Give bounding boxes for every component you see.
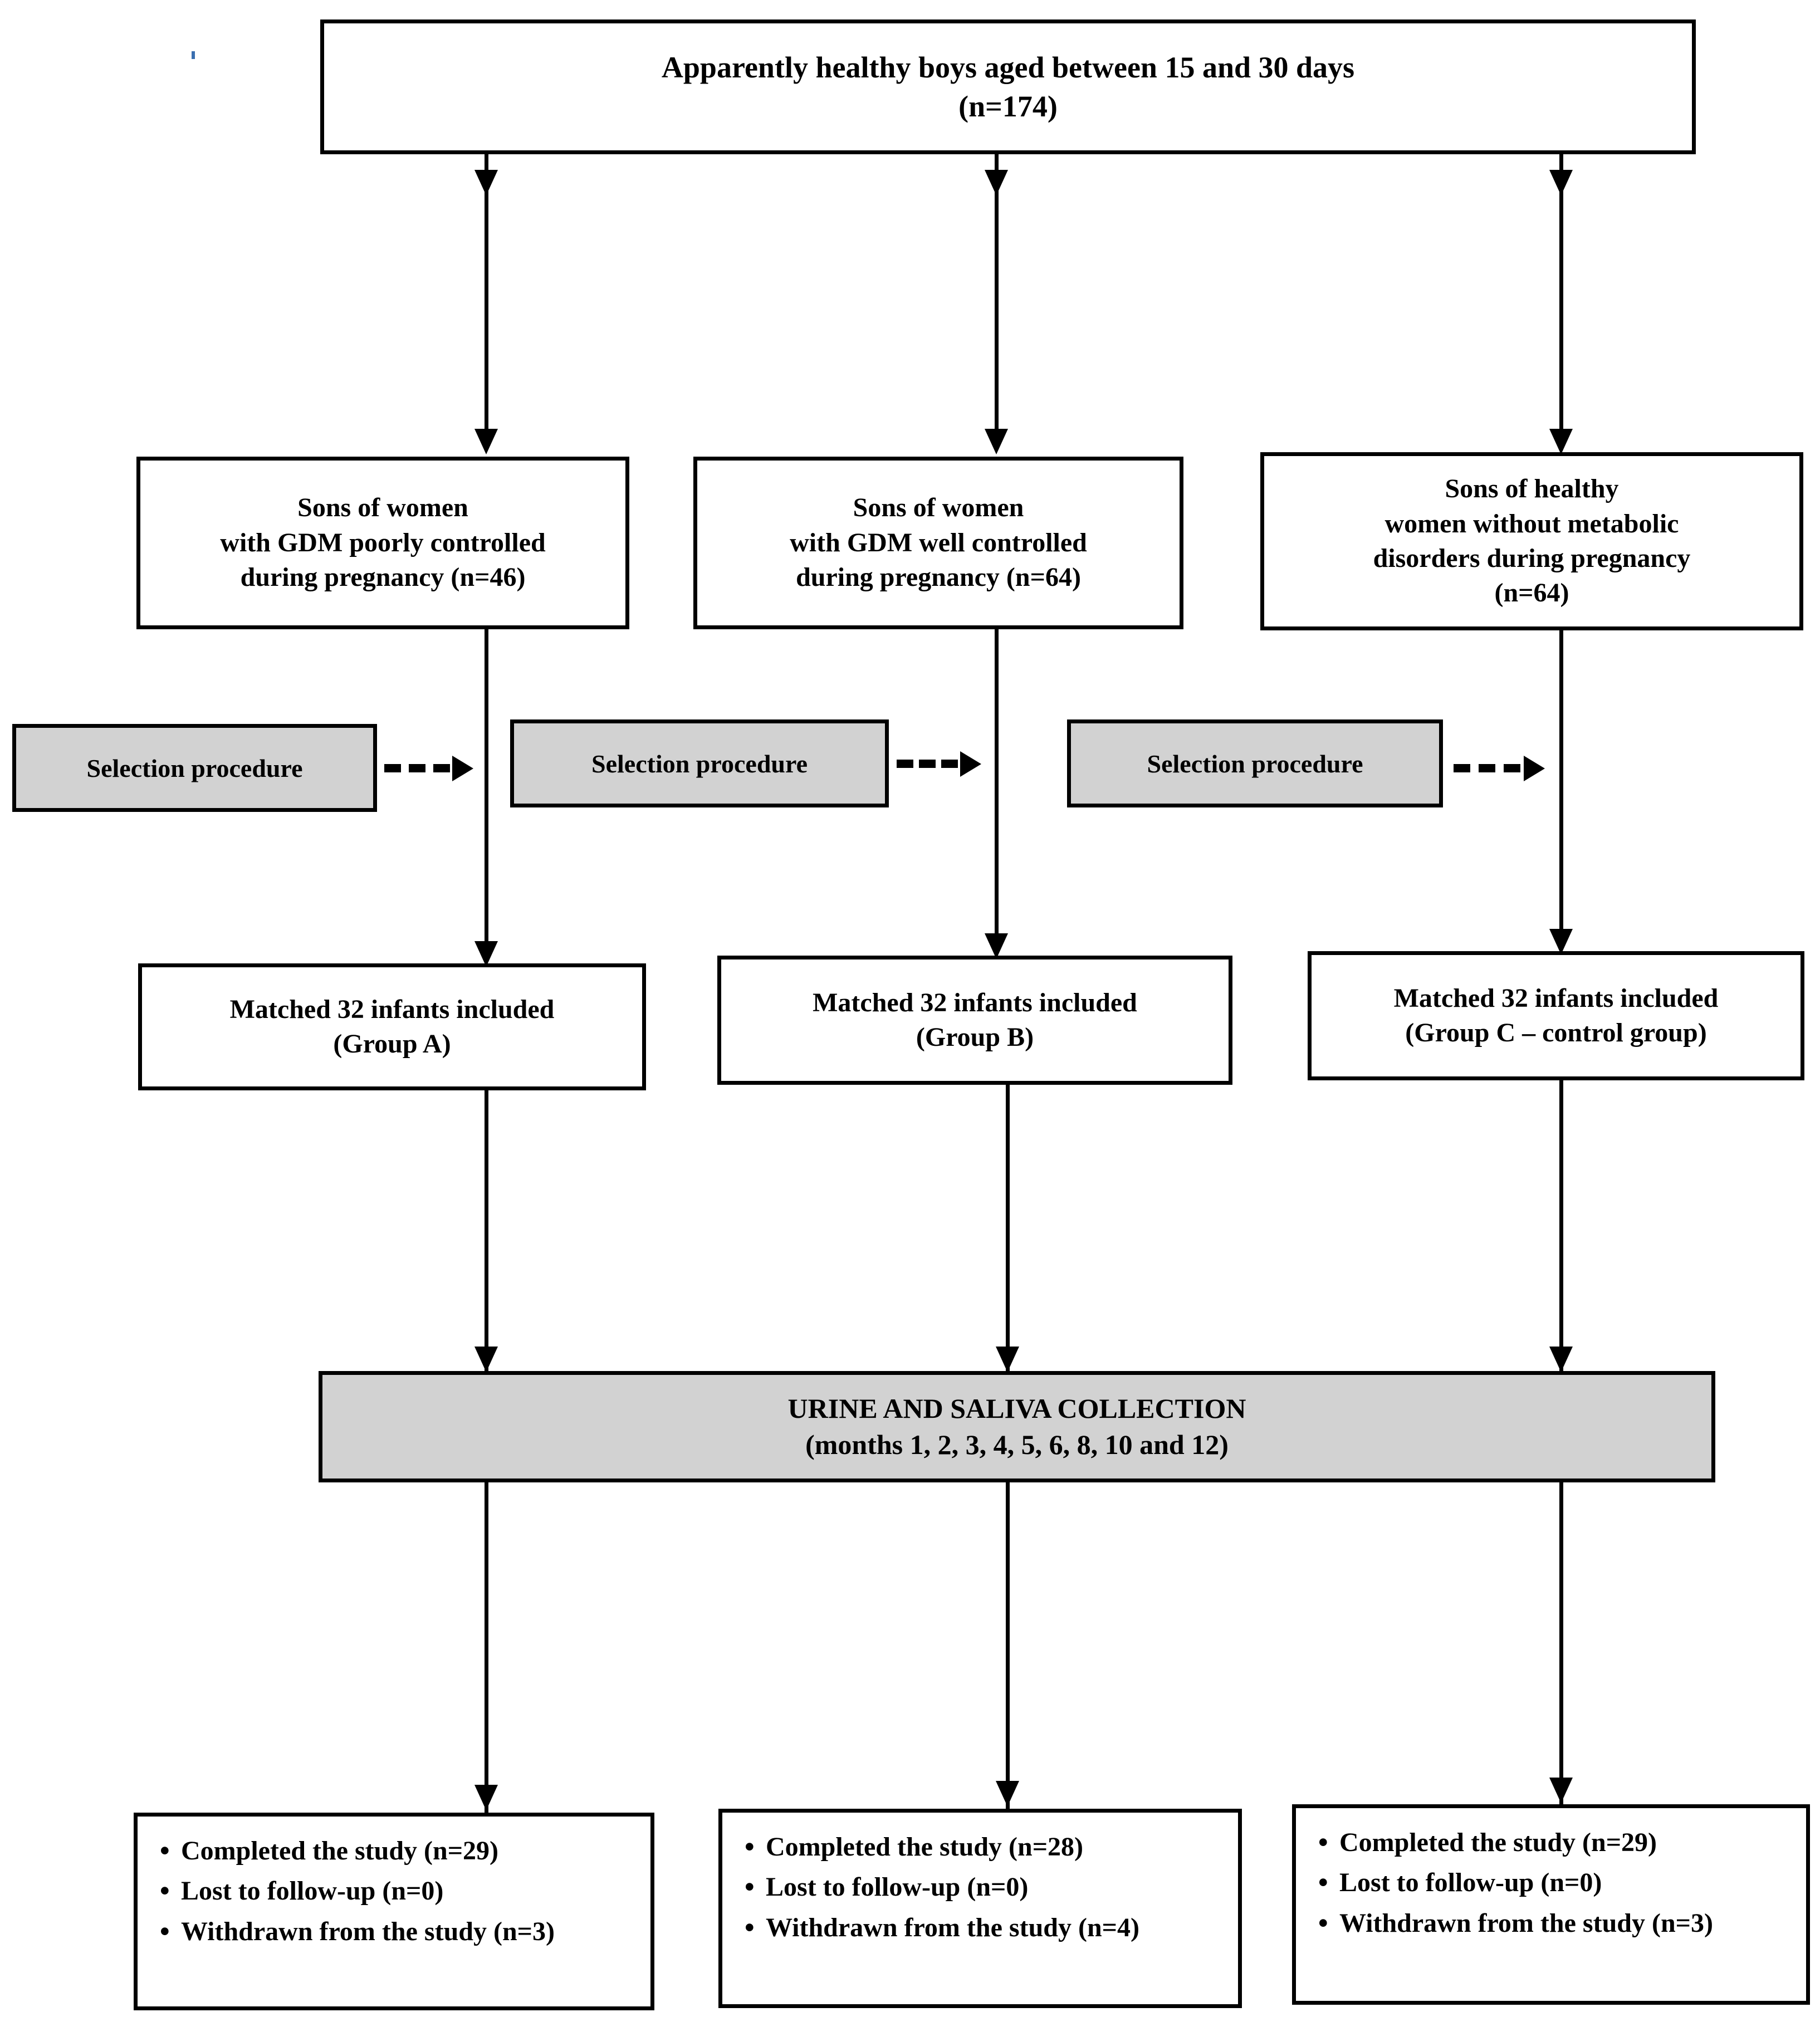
dashed-connector-b [897,760,958,768]
arrowhead-outcome-a [474,1785,498,1810]
dashed-connector-a [384,764,450,772]
node-urine-saliva-collection: URINE AND SALIVA COLLECTION (months 1, 2… [319,1371,1715,1482]
list-item: Completed the study (n=29) [156,1832,644,1870]
outcome-group-a-list: Completed the study (n=29) Lost to follo… [138,1817,650,1950]
arrowhead-cohort-b-final [985,429,1008,454]
dashed-arrowhead-a [452,756,473,781]
dashed-connector-c [1454,764,1520,772]
connector-cohort-c-to-matched-c [1559,630,1563,949]
node-cohort-healthy-women: Sons of healthy women without metabolic … [1260,452,1803,630]
node-cohort-healthy-women-label: Sons of healthy women without metabolic … [1373,474,1691,608]
node-matched-group-c-label: Matched 32 infants included (Group C – c… [1393,983,1719,1047]
arrowhead-outcome-c [1549,1778,1573,1803]
list-item: Withdrawn from the study (n=4) [741,1909,1231,1947]
connector-trunk-b [995,154,999,441]
connector-cohort-a-to-matched-a [485,629,488,961]
node-cohort-gdm-poorly-controlled-label: Sons of women with GDM poorly controlled… [220,493,546,593]
dashed-arrowhead-c [1524,756,1545,781]
list-item: Withdrawn from the study (n=3) [156,1913,644,1951]
connector-matched-a-to-collection [485,1090,488,1372]
dashed-arrowhead-b [960,751,981,777]
connector-collection-to-outcome-b [1006,1482,1010,1814]
node-matched-group-a-label: Matched 32 infants included (Group A) [229,994,555,1059]
arrowhead-outcome-b [996,1781,1019,1807]
connector-matched-b-to-collection [1006,1085,1010,1372]
node-matched-group-c: Matched 32 infants included (Group C – c… [1308,951,1804,1080]
arrowhead-collection-c [1549,1347,1573,1372]
node-matched-group-b-label: Matched 32 infants included (Group B) [813,987,1137,1052]
arrowhead-matched-a [474,941,498,967]
connector-cohort-b-to-matched-b [995,629,999,952]
node-outcome-group-b: Completed the study (n=28) Lost to follo… [718,1809,1242,2008]
list-item: Completed the study (n=29) [1315,1824,1799,1862]
node-cohort-gdm-poorly-controlled: Sons of women with GDM poorly controlled… [136,457,629,629]
connector-trunk-a [485,154,488,441]
node-cohort-gdm-well-controlled-label: Sons of women with GDM well controlled d… [790,493,1087,593]
node-selection-procedure-c: Selection procedure [1067,719,1443,807]
list-item: Completed the study (n=28) [741,1828,1231,1866]
node-selection-procedure-b: Selection procedure [510,719,889,807]
arrowhead-matched-c [1549,929,1573,954]
list-item: Lost to follow-up (n=0) [156,1872,644,1910]
node-matched-group-a: Matched 32 infants included (Group A) [138,963,646,1090]
node-outcome-group-c: Completed the study (n=29) Lost to follo… [1292,1804,1810,2005]
node-selection-procedure-c-label: Selection procedure [1147,749,1363,778]
outcome-group-b-list: Completed the study (n=28) Lost to follo… [722,1813,1238,1946]
node-selection-procedure-b-label: Selection procedure [591,749,808,778]
node-selection-procedure-a-label: Selection procedure [86,753,303,782]
arrowhead-matched-b [985,933,1008,959]
connector-collection-to-outcome-c [1559,1482,1563,1811]
scan-artifact-dot [192,51,195,59]
node-enrolled-total: Apparently healthy boys aged between 15 … [320,19,1696,154]
arrowhead-collection-a [474,1347,498,1372]
node-outcome-group-a: Completed the study (n=29) Lost to follo… [134,1813,654,2010]
node-selection-procedure-a: Selection procedure [12,724,377,812]
node-cohort-gdm-well-controlled: Sons of women with GDM well controlled d… [693,457,1183,629]
list-item: Lost to follow-up (n=0) [1315,1864,1799,1902]
node-enrolled-total-label: Apparently healthy boys aged between 15 … [661,50,1355,123]
connector-matched-c-to-collection [1559,1080,1563,1372]
arrowhead-cohort-c-final [1549,429,1573,454]
list-item: Lost to follow-up (n=0) [741,1868,1231,1906]
outcome-group-c-list: Completed the study (n=29) Lost to follo… [1296,1808,1806,1942]
node-urine-saliva-collection-label: URINE AND SALIVA COLLECTION (months 1, 2… [787,1393,1246,1460]
connector-trunk-c [1559,154,1563,441]
arrowhead-cohort-a-final [474,429,498,454]
arrowhead-collection-b [996,1347,1019,1372]
connector-collection-to-outcome-a [485,1482,488,1817]
list-item: Withdrawn from the study (n=3) [1315,1905,1799,1942]
node-matched-group-b: Matched 32 infants included (Group B) [717,956,1232,1085]
